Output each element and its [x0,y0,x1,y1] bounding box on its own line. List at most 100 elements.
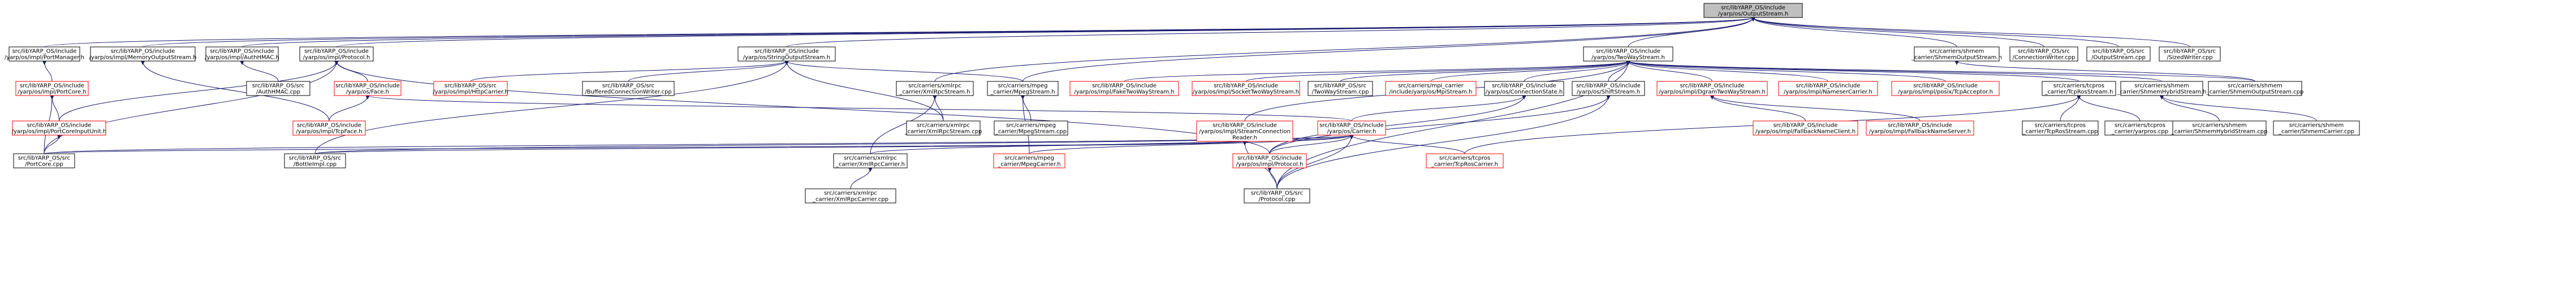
node-label-line: /BufferedConnectionWriter.cpp [585,89,672,96]
file-node[interactable]: src/libYARP_OS/include/yarp/os/Connectio… [1484,81,1564,96]
file-node[interactable]: src/libYARP_OS/include/yarp/os/StringOut… [737,46,836,62]
node-box [582,81,675,96]
file-node[interactable]: src/libYARP_OS/include/yarp/os/Face.h [334,81,402,96]
file-node[interactable]: src/carriers/shmem_carrier/ShmemOutputSt… [2206,81,2304,96]
node-box [1244,188,1310,204]
node-box [896,81,974,96]
node-label-line: src/carriers/shmem [1930,49,1984,55]
node-box [1308,81,1373,96]
node-box [993,153,1065,168]
file-node[interactable]: src/carriers/mpeg_carrier/MpegCarrier.h [993,153,1065,168]
node-label-line: src/libYARP_OS/include [210,49,274,55]
file-node[interactable]: src/carriers/tcpros_carrier/yarpros.cpp [2104,120,2176,136]
file-node[interactable]: src/libYARP_OS/src/yarp/os/impl/HttpCarr… [433,81,508,96]
file-node[interactable]: src/libYARP_OS/include/yarp/os/impl/Stre… [1196,120,1293,142]
dependency-edge [934,17,1755,82]
dependency-edge [784,60,1023,82]
file-node[interactable]: src/libYARP_OS/include/yarp/os/impl/Memo… [89,46,197,62]
file-node[interactable]: src/libYARP_OS/include/yarp/os/impl/Dgra… [1656,81,1768,96]
file-node[interactable]: src/libYARP_OS/src/BufferedConnectionWri… [582,81,675,96]
node-label-line: _carrier/MpegCarrier.h [997,162,1060,168]
file-node[interactable]: src/libYARP_OS/src/TwoWayStream.cpp [1308,81,1373,96]
node-label-line: src/libYARP_OS/include [1492,83,1556,89]
file-node[interactable]: src/carriers/mpi_carrier/include/yarp/os… [1385,81,1477,96]
node-box [8,46,80,62]
dependency-edge [1751,17,2190,47]
node-box [994,120,1068,136]
node-label-line: /yarp/os/impl/AuthHMAC.h [205,55,279,61]
file-node[interactable]: src/libYARP_OS/src/SizedWriter.cpp [2159,46,2221,62]
file-node[interactable]: src/libYARP_OS/include/yarp/os/impl/Sock… [1192,81,1300,96]
node-label-line: src/libYARP_OS/src [289,155,341,162]
file-node[interactable]: src/carriers/shmem_carrier/ShmemHybridSt… [2171,120,2268,136]
file-node[interactable]: src/libYARP_OS/include/yarp/os/impl/Fall… [1866,120,1974,136]
dependency-edge [2060,95,2081,122]
file-node[interactable]: src/carriers/mpeg_carrier/MpegStream.cpp [994,120,1068,136]
node-label-line: /BottleImpl.cpp [294,162,336,168]
dependency-edge [1022,17,1755,82]
file-node[interactable]: src/carriers/tcpros_carrier/TcpRosCarrie… [1426,153,1504,168]
node-label-line: src/libYARP_OS/include [1319,123,1384,129]
file-node[interactable]: src/libYARP_OS/include/yarp/os/ShiftStre… [1572,81,1645,96]
node-label-line: src/libYARP_OS/include [12,49,77,55]
node-box [1914,46,2000,62]
node-label-line: src/libYARP_OS/include [335,83,400,89]
file-node[interactable]: src/libYARP_OS/src/PortCore.cpp [13,153,75,168]
file-node[interactable]: src/carriers/xmlrpc_carrier/XmlRpcStream… [904,120,982,136]
node-label-line: src/libYARP_OS/src [252,83,304,89]
node-label-line: /yarp/os/impl/PortCoreInputUnit.h [12,129,107,135]
node-label-line: src/libYARP_OS/include [1913,83,1978,89]
file-node[interactable]: src/libYARP_OS/include/yarp/os/TwoWayStr… [1583,46,1673,62]
file-node[interactable]: src/libYARP_OS/include/yarp/os/impl/Auth… [205,46,279,62]
file-node[interactable]: src/carriers/shmem_carrier/ShmemHybridSt… [2116,81,2207,96]
file-node[interactable]: src/libYARP_OS/include/yarp/os/impl/TcpF… [292,120,366,136]
node-box [2009,46,2078,62]
node-box [805,188,896,204]
file-node[interactable]: src/carriers/shmem_carrier/ShmemOutputSt… [1911,46,2002,62]
file-node[interactable]: src/libYARP_OS/include/yarp/os/impl/Port… [15,81,89,96]
file-node[interactable]: src/libYARP_OS/src/Protocol.cpp [1244,188,1310,204]
file-node[interactable]: src/libYARP_OS/include/yarp/os/impl/Fall… [1753,120,1858,136]
node-box [205,46,279,62]
file-node[interactable]: src/carriers/mpeg_carrier/MpegStream.h [987,81,1059,96]
node-label-line: /yarp/os/OutputStream.h [1718,11,1788,18]
file-node[interactable]: src/libYARP_OS/include/yarp/os/impl/Prot… [1232,153,1307,168]
dependency-edge [628,60,789,82]
node-label-line: _carrier/ShmemCarrier.cpp [2278,129,2354,135]
node-label-line: /yarp/os/StringOutputStream.h [743,55,830,61]
node-label-line: /yarp/os/impl/Protocol.h [303,55,370,61]
file-node[interactable]: src/libYARP_OS/include/yarp/os/Carrier.h [1317,120,1386,136]
node-label-line: /yarp/os/impl/Protocol.h [1236,162,1304,168]
node-label-line: src/libYARP_OS/include [1092,83,1157,89]
dependency-edge [1626,60,2162,82]
file-node[interactable]: src/libYARP_OS/src/OutputStream.cpp [2086,46,2151,62]
node-box [1891,81,2000,96]
file-node[interactable]: src/libYARP_OS/include/yarp/os/impl/Name… [1778,81,1878,96]
node-label-line: _carrier/XmlRpcStream.cpp [904,129,982,135]
file-node[interactable]: src/libYARP_OS/include/yarp/os/impl/Prot… [299,46,374,62]
node-label-line: /yarp/os/TwoWayStream.h [1591,55,1665,61]
node-label-line: src/carriers/tcpros [1439,155,1490,162]
node-label-line: _carrier/XmlRpcCarrier.cpp [812,197,888,203]
file-node[interactable]: src/carriers/tcpros_carrier/TcpRosStream… [2042,81,2116,96]
file-node[interactable]: src/carriers/shmem_carrier/ShmemCarrier.… [2273,120,2360,136]
file-node[interactable]: src/libYARP_OS/src/AuthHMAC.cpp [246,81,310,96]
file-node[interactable]: src/carriers/tcpros_carrier/TcpRosStream… [2022,120,2099,136]
file-node[interactable]: src/libYARP_OS/src/BottleImpl.cpp [284,153,346,168]
node-box [1385,81,1477,96]
dependency-edge [1349,135,1465,154]
file-node[interactable]: src/carriers/xmlrpc_carrier/XmlRpcCarrie… [833,153,908,168]
file-node[interactable]: src/libYARP_OS/include/yarp/os/impl/Fake… [1069,81,1179,96]
node-label-line: src/libYARP_OS/include [1888,123,1952,129]
file-node[interactable]: src/carriers/xmlrpc_carrier/XmlRpcCarrie… [805,188,896,204]
dependency-edge [44,60,339,154]
dependency-edges [42,17,2317,189]
file-node[interactable]: src/libYARP_OS/include/yarp/os/impl/Port… [5,46,84,62]
file-node[interactable]: src/libYARP_OS/include/yarp/os/impl/Port… [12,120,107,136]
file-node[interactable]: src/carriers/xmlrpc_carrier/XmlRpcStream… [896,81,974,96]
node-label-line: src/carriers/mpeg [1006,123,1056,129]
file-node[interactable]: src/libYARP_OS/src/ConnectionWriter.cpp [2009,46,2078,62]
node-label-line: src/libYARP_OS/src [1251,191,1303,197]
file-node[interactable]: src/libYARP_OS/include/yarp/os/impl/posi… [1891,81,2000,96]
dependency-edge [1267,167,1278,189]
